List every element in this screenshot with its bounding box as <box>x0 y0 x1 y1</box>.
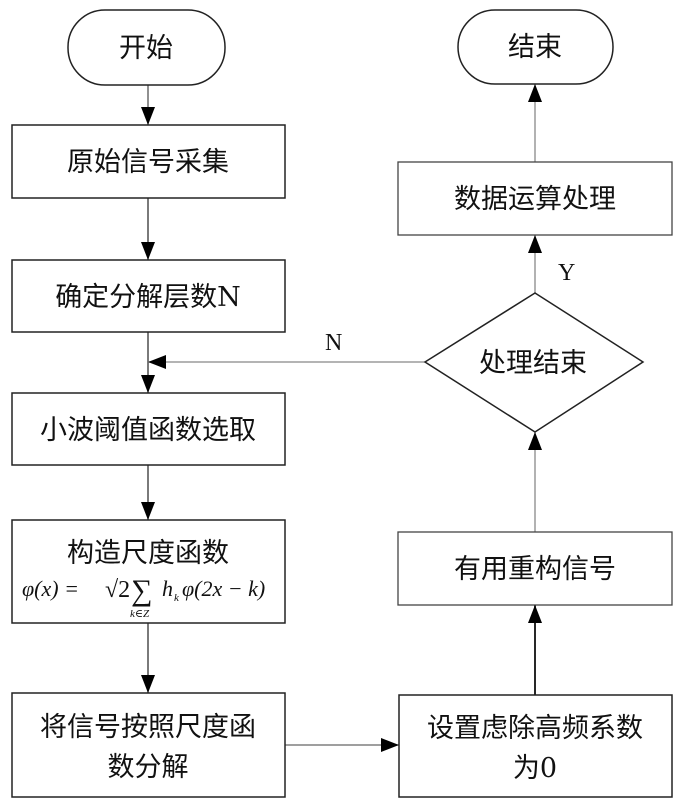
formula-lhs: φ(x) = <box>22 576 79 601</box>
zero-hf-label-line1: 设置虑除高频系数 <box>427 713 643 744</box>
yes-label: Y <box>558 260 575 286</box>
acquire-box: 原始信号采集 <box>11 124 286 199</box>
decompose-box: 将信号按照尺度函 数分解 <box>11 692 286 798</box>
zero-hf-label-line2: 为0 <box>513 753 557 784</box>
threshold-label: 小波阈值函数选取 <box>40 415 256 446</box>
start-terminal: 开始 <box>67 9 226 86</box>
scale-function-box: 构造尺度函数 φ(x) = √2 ∑ k∈Z h k φ(2x − k) <box>11 519 286 624</box>
end-terminal: 结束 <box>457 9 614 85</box>
compute-label: 数据运算处理 <box>454 184 616 215</box>
decompose-label-line2: 数分解 <box>108 752 189 783</box>
formula-sum: ∑ <box>131 574 152 607</box>
formula-h: h <box>162 576 173 601</box>
zero-hf-box: 设置虑除高频系数 为0 <box>398 694 673 798</box>
start-label: 开始 <box>119 33 173 64</box>
formula-sqrt: √2 <box>105 577 130 603</box>
scale-function-label: 构造尺度函数 <box>67 538 229 569</box>
acquire-label: 原始信号采集 <box>67 147 229 178</box>
reconstruct-box: 有用重构信号 <box>397 531 673 606</box>
levels-box: 确定分解层数N <box>11 259 286 333</box>
scale-function-formula: φ(x) = √2 ∑ k∈Z h k φ(2x − k) <box>22 574 265 620</box>
no-label: N <box>325 330 342 356</box>
formula-h-sub: k <box>174 592 180 604</box>
formula-sum-sub: k∈Z <box>130 608 150 620</box>
formula-rhs: φ(2x − k) <box>182 576 265 601</box>
decompose-label-line1: 将信号按照尺度函 <box>40 712 256 743</box>
done-check-decision: 处理结束 <box>423 292 645 433</box>
compute-box: 数据运算处理 <box>397 161 673 236</box>
levels-label: 确定分解层数N <box>55 282 241 313</box>
done-check-label: 处理结束 <box>479 348 587 379</box>
threshold-box: 小波阈值函数选取 <box>11 392 286 466</box>
reconstruct-label: 有用重构信号 <box>454 554 616 585</box>
end-label: 结束 <box>508 32 562 63</box>
